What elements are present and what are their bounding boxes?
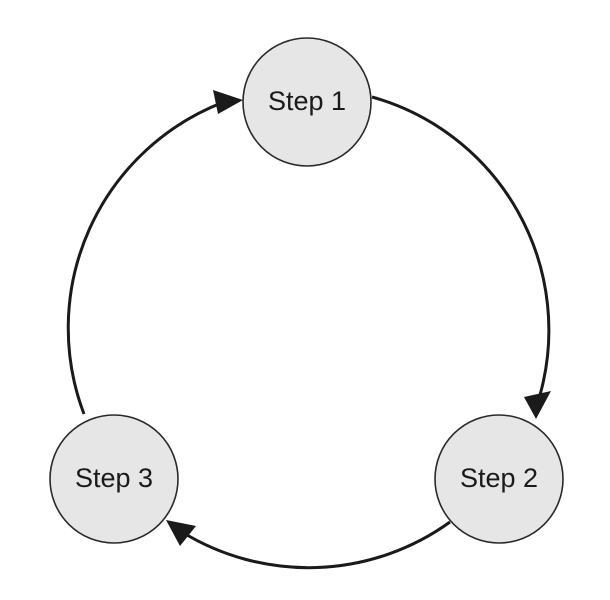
node-step1-circle (242, 37, 372, 167)
node-step2: Step 2 (434, 414, 564, 544)
arrowhead-step3 (166, 520, 196, 546)
node-step2-circle (434, 414, 564, 544)
node-step3: Step 3 (49, 414, 179, 544)
node-step3-label: Step 3 (75, 463, 153, 493)
arrowhead-step2 (524, 391, 551, 419)
node-step1: Step 1 (242, 37, 372, 167)
node-step2-label: Step 2 (460, 463, 538, 493)
arrowhead-step1 (213, 90, 243, 114)
edge-step3-to-step1 (66, 100, 225, 415)
edge-step2-to-step3 (181, 520, 451, 570)
edge-step1-to-step2 (371, 95, 551, 396)
node-step1-label: Step 1 (268, 86, 346, 116)
node-step3-circle (49, 414, 179, 544)
